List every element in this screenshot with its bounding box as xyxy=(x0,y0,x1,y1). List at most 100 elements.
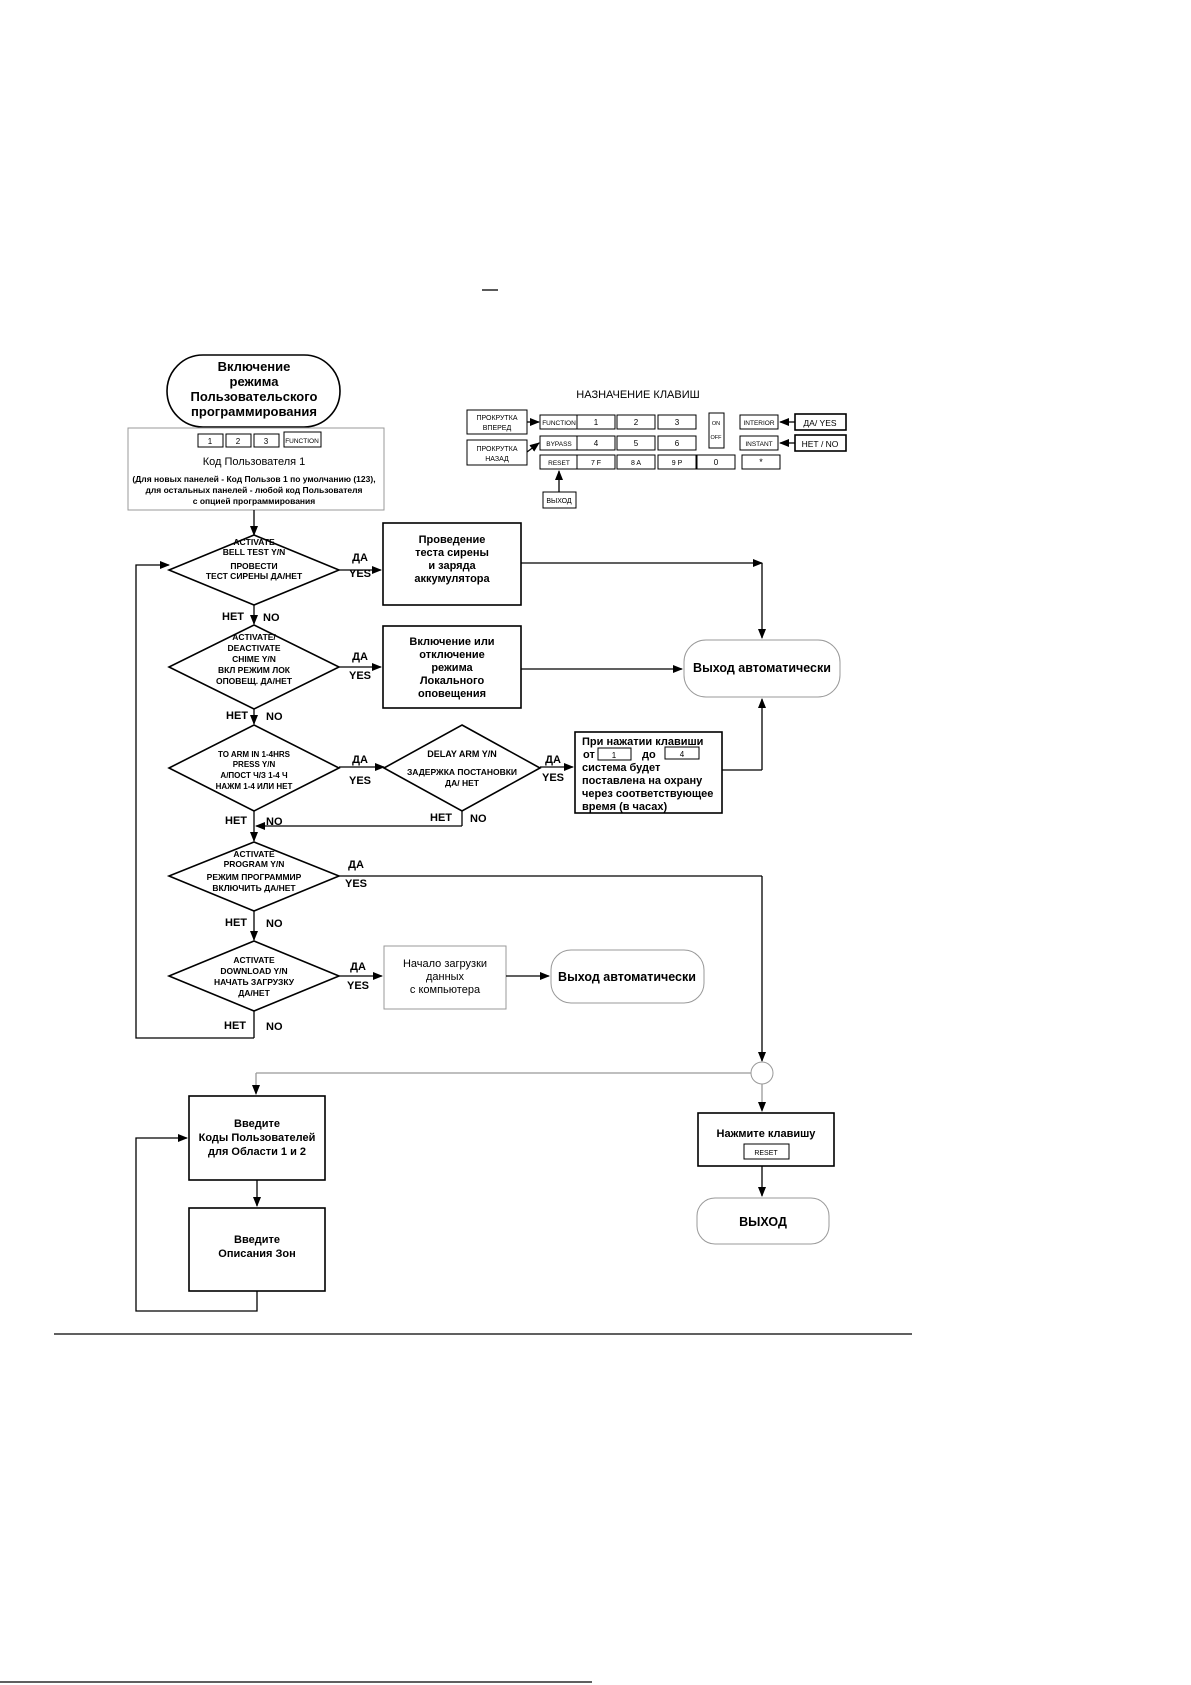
svg-text:PROGRAM Y/N: PROGRAM Y/N xyxy=(224,859,285,869)
svg-text:НЕТ: НЕТ xyxy=(226,710,248,722)
svg-text:ДА: ДА xyxy=(348,859,364,871)
svg-text:FUNCTION: FUNCTION xyxy=(285,438,319,445)
svg-text:данных: данных xyxy=(426,971,465,983)
svg-text:Коды Пользователей: Коды Пользователей xyxy=(199,1132,316,1144)
svg-text:ДА: ДА xyxy=(352,552,368,564)
final-exit-terminal: ВЫХОД xyxy=(696,1197,830,1245)
svg-text:ACTIVATE/: ACTIVATE/ xyxy=(232,632,276,642)
svg-text:1: 1 xyxy=(612,751,617,760)
svg-text:YES: YES xyxy=(349,775,371,787)
svg-text:INSTANT: INSTANT xyxy=(745,441,772,448)
svg-text:Введите: Введите xyxy=(234,1118,280,1130)
svg-text:ВКЛЮЧИТЬ ДА/НЕТ: ВКЛЮЧИТЬ ДА/НЕТ xyxy=(212,883,296,893)
svg-text:2: 2 xyxy=(634,418,639,427)
svg-text:RESET: RESET xyxy=(754,1150,778,1157)
press-reset-box: Нажмите клавишу RESET xyxy=(697,1112,835,1167)
chime-box: Включение или отключение режима Локально… xyxy=(382,625,522,709)
svg-text:ACTIVATE: ACTIVATE xyxy=(233,537,275,547)
svg-text:ACTIVATE: ACTIVATE xyxy=(233,955,275,965)
svg-text:время (в часах): время (в часах) xyxy=(582,801,668,813)
svg-text:1: 1 xyxy=(208,437,213,446)
svg-text:Проведение: Проведение xyxy=(419,534,486,546)
svg-text:режима: режима xyxy=(230,374,280,389)
svg-text:PRESS Y/N: PRESS Y/N xyxy=(233,760,276,769)
svg-text:Введите: Введите xyxy=(234,1234,280,1246)
bell-test-box: Проведение теста сирены и заряда аккумул… xyxy=(382,522,522,606)
key-3 xyxy=(253,433,280,448)
svg-text:NO: NO xyxy=(266,1021,283,1033)
svg-text:система будет: система будет xyxy=(582,762,661,774)
svg-text:DELAY ARM Y/N: DELAY ARM Y/N xyxy=(427,749,497,759)
svg-text:Пользовательского: Пользовательского xyxy=(191,389,318,404)
svg-text:ВПЕРЕД: ВПЕРЕД xyxy=(483,425,512,432)
svg-text:Код Пользователя 1: Код Пользователя 1 xyxy=(203,456,306,468)
svg-text:НЕТ: НЕТ xyxy=(430,812,452,824)
svg-text:для остальных панелей - любой: для остальных панелей - любой код Пользо… xyxy=(145,485,362,495)
svg-text:5: 5 xyxy=(634,439,639,448)
svg-text:4: 4 xyxy=(680,750,685,759)
svg-text:поставлена на охрану: поставлена на охрану xyxy=(582,775,703,787)
svg-text:Выход автоматически: Выход автоматически xyxy=(558,970,696,984)
auto-exit-terminal: Выход автоматически xyxy=(683,639,841,698)
svg-text:1: 1 xyxy=(594,418,599,427)
decision-chime: ACTIVATE/ DEACTIVATE CHIME Y/N ВКЛ РЕЖИМ… xyxy=(167,624,341,710)
svg-text:аккумулятора: аккумулятора xyxy=(414,573,490,585)
svg-text:НЕТ: НЕТ xyxy=(224,1020,246,1032)
svg-text:ДА/ YES: ДА/ YES xyxy=(803,418,836,428)
svg-text:ВКЛ РЕЖИМ ЛОК: ВКЛ РЕЖИМ ЛОК xyxy=(218,665,291,675)
svg-text:NO: NO xyxy=(266,711,283,723)
svg-text:9 P: 9 P xyxy=(672,460,683,467)
decision-program: ACTIVATE PROGRAM Y/N РЕЖИМ ПРОГРАММИР ВК… xyxy=(166,841,342,912)
svg-text:Выход автоматически: Выход автоматически xyxy=(693,661,831,675)
svg-text:8 A: 8 A xyxy=(631,460,641,467)
svg-text:YES: YES xyxy=(349,568,371,580)
svg-text:от: от xyxy=(583,749,595,761)
svg-text:NO: NO xyxy=(266,918,283,930)
svg-text:NO: NO xyxy=(263,612,280,624)
svg-text:ТЕСТ СИРЕНЫ ДА/НЕТ: ТЕСТ СИРЕНЫ ДА/НЕТ xyxy=(206,571,303,581)
svg-text:с компьютера: с компьютера xyxy=(410,984,481,996)
download-box: Начало загрузки данных с компьютера xyxy=(383,945,507,1010)
svg-text:НЕТ: НЕТ xyxy=(225,815,247,827)
svg-text:INTERIOR: INTERIOR xyxy=(743,420,774,427)
svg-text:YES: YES xyxy=(345,878,367,890)
svg-text:и заряда: и заряда xyxy=(428,560,476,572)
decision-arm-delay: TO ARM IN 1-4HRS PRESS Y/N А/ПОСТ Ч/З 1-… xyxy=(167,724,341,812)
svg-text:YES: YES xyxy=(542,772,564,784)
svg-text:РЕЖИМ ПРОГРАММИР: РЕЖИМ ПРОГРАММИР xyxy=(207,872,302,882)
decision-bell-test: ACTIVATE BELL TEST Y/N ПРОВЕСТИ ТЕСТ СИР… xyxy=(166,534,342,606)
svg-text:*: * xyxy=(759,457,763,467)
svg-text:ДА/ НЕТ: ДА/ НЕТ xyxy=(445,778,480,788)
svg-text:теста сирены: теста сирены xyxy=(415,547,489,559)
svg-text:RESET: RESET xyxy=(548,460,570,467)
auto-exit-download-terminal: Выход автоматически xyxy=(550,949,705,1004)
svg-text:Включение: Включение xyxy=(218,359,291,374)
svg-text:через соответствующее: через соответствующее xyxy=(582,788,713,800)
key-reset xyxy=(743,1143,790,1160)
svg-text:6: 6 xyxy=(675,439,680,448)
svg-text:DOWNLOAD Y/N: DOWNLOAD Y/N xyxy=(220,966,287,976)
svg-text:ACTIVATE: ACTIVATE xyxy=(233,849,275,859)
svg-text:ДА: ДА xyxy=(545,754,561,766)
svg-text:Включение или: Включение или xyxy=(409,636,494,648)
key-1 xyxy=(197,433,224,448)
arm-time-box: При нажатии клавиши от 1 до 4 система бу… xyxy=(574,731,723,814)
svg-text:Локального: Локального xyxy=(420,675,485,687)
svg-text:НЕТ: НЕТ xyxy=(225,917,247,929)
svg-text:ПРОКРУТКА: ПРОКРУТКА xyxy=(476,446,517,453)
key-on-off xyxy=(708,412,725,449)
svg-text:ПРОКРУТКА: ПРОКРУТКА xyxy=(476,415,517,422)
svg-text:YES: YES xyxy=(349,670,371,682)
svg-text:программирования: программирования xyxy=(191,404,317,419)
svg-text:7 F: 7 F xyxy=(591,460,601,467)
svg-text:ВЫХОД: ВЫХОД xyxy=(546,498,572,505)
key-function xyxy=(283,431,322,448)
zone-descriptions-box: Введите Описания Зон xyxy=(188,1207,326,1292)
svg-text:NO: NO xyxy=(266,816,283,828)
svg-text:до: до xyxy=(642,749,656,761)
svg-text:НАЧАТЬ ЗАГРУЗКУ: НАЧАТЬ ЗАГРУЗКУ xyxy=(214,977,295,987)
svg-text:Начало загрузки: Начало загрузки xyxy=(403,958,487,970)
svg-text:ОПОВЕЩ. ДА/НЕТ: ОПОВЕЩ. ДА/НЕТ xyxy=(216,676,293,686)
connector-circle xyxy=(750,1061,774,1085)
svg-text:При нажатии клавиши: При нажатии клавиши xyxy=(582,736,703,748)
